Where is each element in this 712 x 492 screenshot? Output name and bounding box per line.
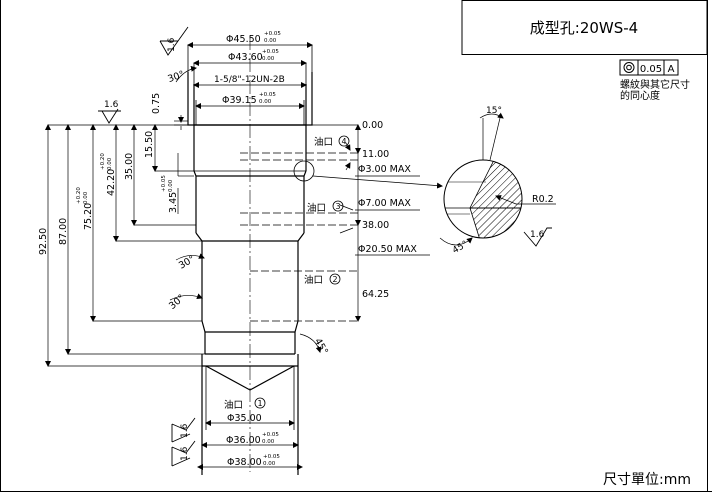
part-name: 成型孔:20WS-4 — [530, 19, 638, 37]
inner-ports — [240, 152, 360, 322]
surface-finish-bottom1-icon — [171, 417, 196, 443]
surface-finish-top: 1.6 — [167, 37, 177, 52]
oil-port-3-label: 油口 — [307, 202, 326, 214]
dim-v42-20: 42.20 — [106, 169, 117, 196]
concentricity-symbol-icon — [623, 62, 635, 73]
oil-port-2-num: 2 — [332, 275, 337, 284]
depth-11: 11.00 — [362, 149, 389, 160]
tol-v42-lower: 0.00 — [107, 157, 113, 170]
depth-38: 38.00 — [362, 220, 389, 231]
tol-d45-upper: +0.05 — [264, 31, 281, 37]
units-label: 尺寸單位:mm — [603, 472, 691, 488]
dim-d43-60: Φ43.60 — [228, 52, 263, 63]
tol-v75-lower: 0.00 — [83, 191, 89, 204]
oil-port-1-num: 1 — [257, 399, 262, 408]
angle-45-bottom: 45° — [312, 337, 330, 357]
detail-radius: R0.2 — [532, 194, 554, 205]
dim-d38: Φ38.00 — [227, 457, 262, 468]
surface-finish-top-icon — [159, 26, 189, 56]
top-diameter-dims — [187, 42, 313, 125]
surface-finish-bottom2-icon — [171, 440, 196, 467]
tol-v75-upper: +0.20 — [76, 187, 82, 204]
oil-port-4-num: 4 — [341, 137, 346, 146]
dim-v35-00: 35.00 — [124, 153, 135, 180]
dim-v3-45: 3.45 — [168, 192, 179, 213]
detail-angle-15: 15° — [486, 106, 502, 116]
dim-d35: Φ35.00 — [227, 413, 262, 424]
dim-d45-50: Φ45.50 — [226, 34, 261, 45]
concentricity-note-line2: 的同心度 — [620, 89, 660, 102]
concentricity-note-line1: 螺紋與其它尺寸 — [620, 78, 690, 91]
detail-callout — [293, 160, 443, 189]
oil-port-4-label: 油口 — [314, 136, 333, 148]
tol-d36-upper: +0.05 — [262, 432, 279, 438]
dim-d20-max: Φ20.50 MAX — [358, 244, 417, 255]
title-block: 成型孔:20WS-4 — [461, 0, 708, 55]
surface-finish-bottom1: 1.6 — [180, 423, 190, 438]
dim-d7-max: Φ7.00 MAX — [358, 198, 411, 209]
oil-port-1-label: 油口 — [224, 399, 243, 411]
tol-d39-lower: 0.00 — [259, 99, 272, 105]
concentricity-datum: A — [668, 64, 675, 75]
tol-d43-lower: 0.00 — [262, 56, 275, 62]
tol-d36-lower: 0.00 — [262, 439, 275, 445]
tol-d45-lower: 0.00 — [264, 38, 277, 44]
tol-v3-lower: 0.00 — [168, 179, 174, 192]
tol-d38-lower: 0.00 — [263, 461, 276, 467]
dim-v87-00: 87.00 — [58, 218, 69, 245]
tol-d38-upper: +0.05 — [263, 454, 280, 460]
cavity-outline — [187, 72, 313, 475]
depth-dims — [312, 124, 430, 322]
tol-v42-upper: +0.20 — [100, 153, 106, 170]
surface-finish-detail: 1.6 — [530, 230, 545, 240]
concentricity-frame: 0.05 A 螺紋與其它尺寸 的同心度 — [619, 59, 690, 102]
oil-port-2: 油口 2 — [304, 273, 341, 286]
dim-v15-50: 15.50 — [144, 131, 155, 158]
dim-v75-20: 75.20 — [83, 203, 94, 230]
dim-d3-max: Φ3.00 MAX — [358, 164, 411, 175]
dim-d36: Φ36.00 — [226, 435, 261, 446]
oil-port-3: 油口 3 — [307, 200, 344, 214]
depth-0: 0.00 — [362, 120, 383, 131]
oil-port-2-label: 油口 — [304, 274, 323, 286]
depth-64: 64.25 — [362, 289, 389, 300]
oil-port-3-num: 3 — [335, 202, 340, 211]
dim-d39-15: Φ39.15 — [222, 95, 257, 106]
dim-v92-50: 92.50 — [38, 228, 49, 255]
detail-view: 15° R0.2 45° 1.6 — [439, 106, 556, 256]
oil-port-4: 油口 4 — [314, 135, 350, 148]
tol-d39-upper: +0.05 — [259, 92, 276, 98]
surface-finish-bottom2: 1.6 — [180, 446, 190, 461]
surface-finish-detail-icon — [523, 227, 552, 247]
surface-finish-left: 1.6 — [104, 100, 119, 110]
oil-port-1: 油口 1 — [224, 397, 266, 411]
vertical-dims — [45, 115, 205, 367]
angle-30-top: 30° — [166, 69, 186, 85]
angle-arcs — [169, 65, 322, 353]
tol-d43-upper: +0.05 — [262, 49, 279, 55]
tol-v3-upper: +0.05 — [161, 175, 167, 192]
concentricity-value: 0.05 — [640, 64, 662, 75]
angle-30-mid: 30° — [177, 254, 197, 272]
dim-thread: 1-5/8"-12UN-2B — [214, 75, 285, 85]
dim-v0-75: 0.75 — [151, 93, 162, 114]
surface-finish-left-icon — [98, 108, 121, 124]
bottom-diameter-dims — [197, 366, 303, 470]
